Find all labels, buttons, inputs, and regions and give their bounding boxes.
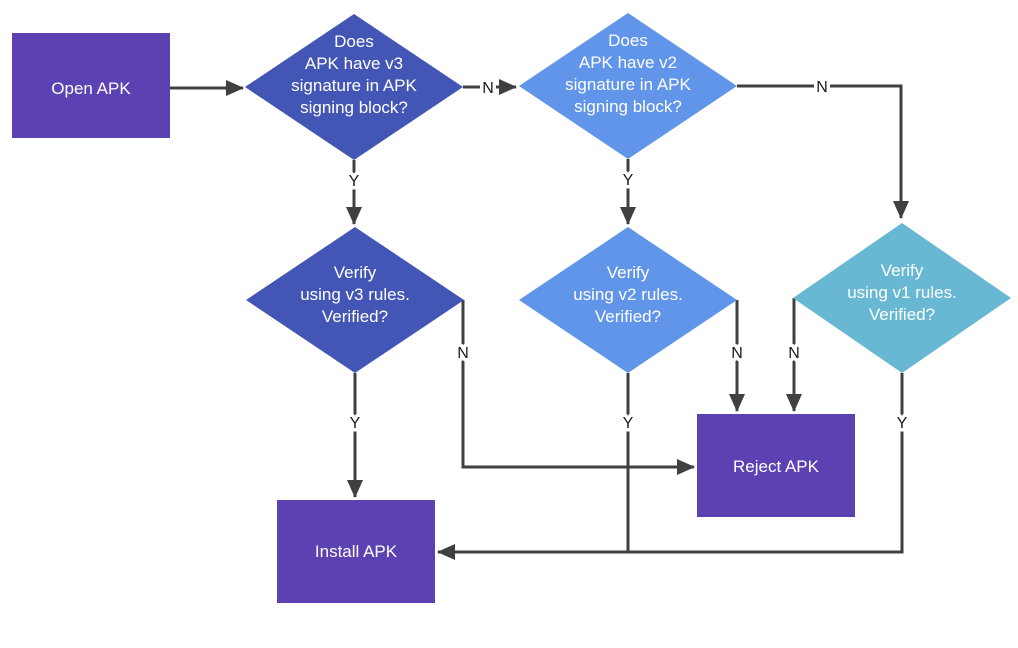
install-apk-label: Install APK [315,542,398,561]
node-verify-v3: Verify using v3 rules. Verified? [246,227,464,373]
edge-label-verifyv2-yes: Y [623,415,634,432]
question-v3-line4: signing block? [300,98,408,117]
verify-v2-line3: Verified? [595,307,661,326]
node-install-apk: Install APK [277,500,435,603]
edge-label-group: N N Y Y N N N Y Y Y [345,76,911,436]
node-verify-v2: Verify using v2 rules. Verified? [519,227,737,373]
question-v2-line4: signing block? [574,97,682,116]
node-open-apk: Open APK [12,33,170,138]
verify-v1-diamond [793,223,1011,373]
verify-v3-line3: Verified? [322,307,388,326]
edge-label-verifyv3-no: N [457,345,469,362]
node-reject-apk: Reject APK [697,414,855,517]
node-verify-v1: Verify using v1 rules. Verified? [793,223,1011,373]
install-apk-box [277,500,435,603]
edge-label-verifyv1-yes: Y [897,415,908,432]
question-v3-line1: Does [334,32,374,51]
open-apk-box [12,33,170,138]
question-v2-line2: APK have v2 [579,53,677,72]
edge-label-verifyv1-no: N [788,345,800,362]
edge-label-verifyv2-no: N [731,345,743,362]
edge-label-qv3-yes: Y [349,173,360,190]
question-v3-line3: signature in APK [291,76,417,95]
verify-v3-diamond [246,227,464,373]
question-v3-line2: APK have v3 [305,54,403,73]
verify-v1-line3: Verified? [869,305,935,324]
question-v2-line1: Does [608,31,648,50]
node-question-v2: Does APK have v2 signature in APK signin… [519,13,737,159]
edge-verifyv3-no-to-reject [461,300,695,475]
edge-verifyv1-yes-to-install [437,373,904,560]
question-v2-diamond [519,13,737,159]
edge-label-qv2-no: N [816,79,828,96]
question-v3-diamond [245,14,463,160]
open-apk-label: Open APK [51,79,131,98]
verify-v3-line1: Verify [334,263,377,282]
edge-label-qv3-no: N [482,80,494,97]
verify-v3-line2: using v3 rules. [300,285,410,304]
edge-group [170,79,909,560]
verify-v2-line1: Verify [607,263,650,282]
question-v2-line3: signature in APK [565,75,691,94]
verify-v2-diamond [519,227,737,373]
verify-v2-line2: using v2 rules. [573,285,683,304]
edge-label-verifyv3-yes: Y [350,415,361,432]
reject-apk-box [697,414,855,517]
node-question-v3: Does APK have v3 signature in APK signin… [245,14,463,160]
verify-v1-line1: Verify [881,261,924,280]
reject-apk-label: Reject APK [733,457,820,476]
edge-label-qv2-yes: Y [623,172,634,189]
edge-qv2-no-to-verifyv1 [737,84,909,219]
verify-v1-line2: using v1 rules. [847,283,957,302]
